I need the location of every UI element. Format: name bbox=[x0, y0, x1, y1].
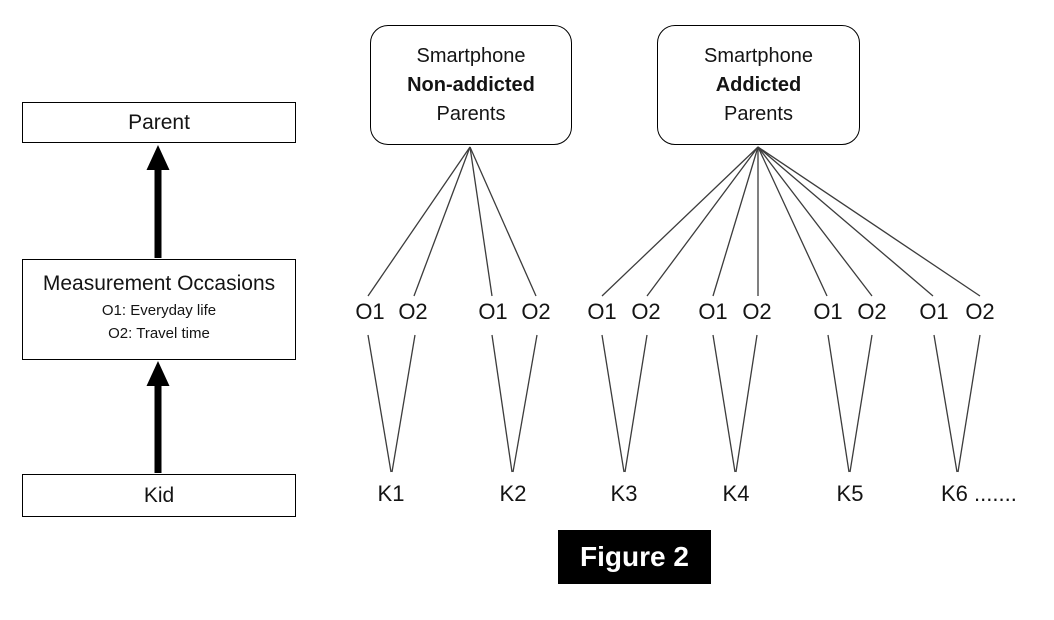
group-box-non-addicted: Smartphone Non-addicted Parents bbox=[370, 25, 572, 145]
figure-caption-box: Figure 2 bbox=[558, 530, 711, 584]
occasion-label-10: O2 bbox=[857, 299, 887, 324]
occasion-label-4: O2 bbox=[521, 299, 551, 324]
group-box-addicted: Smartphone Addicted Parents bbox=[657, 25, 860, 145]
measurement-title: Measurement Occasions bbox=[42, 272, 276, 295]
parent-label: Parent bbox=[128, 110, 190, 134]
arrow-measurement-to-parent bbox=[146, 145, 170, 258]
occasion-label-9: O1 bbox=[813, 299, 843, 324]
v-lines-occasions-to-kids bbox=[367, 334, 981, 473]
group-non-addicted-line3: Parents bbox=[436, 102, 506, 125]
fan-addicted bbox=[601, 146, 981, 297]
group-addicted-line3: Parents bbox=[724, 102, 793, 125]
occasion-label-8: O2 bbox=[742, 299, 772, 324]
occasion-label-7: O1 bbox=[698, 299, 728, 324]
figure-caption: Figure 2 bbox=[580, 541, 689, 572]
parent-box: Parent bbox=[22, 102, 296, 143]
group-addicted-line1: Smartphone bbox=[704, 44, 813, 67]
occasion-label-3: O1 bbox=[478, 299, 508, 324]
occasion-label-11: O1 bbox=[919, 299, 949, 324]
group-non-addicted-line2: Non-addicted bbox=[407, 73, 535, 96]
occasion-label-1: O1 bbox=[355, 299, 385, 324]
occasion-label-2: O2 bbox=[398, 299, 428, 324]
kid-label-k4: K4 bbox=[722, 481, 750, 506]
arrow-kid-to-measurement bbox=[146, 361, 170, 473]
fan-non-addicted bbox=[367, 146, 537, 297]
group-non-addicted-line1: Smartphone bbox=[416, 44, 526, 67]
measurement-line-o1: O1: Everyday life bbox=[101, 302, 217, 319]
occasion-label-5: O1 bbox=[587, 299, 617, 324]
kid-box: Kid bbox=[22, 474, 296, 517]
kid-label-k3: K3 bbox=[610, 481, 638, 506]
kid-label: Kid bbox=[143, 483, 175, 507]
group-addicted-line2: Addicted bbox=[715, 73, 802, 96]
occasion-label-12: O2 bbox=[965, 299, 995, 324]
kid-label-k5: K5 bbox=[836, 481, 864, 506]
kid-label-k6: K6 ....... bbox=[941, 481, 1017, 506]
kid-label-k1: K1 bbox=[377, 481, 405, 506]
measurement-line-o2: O2: Travel time bbox=[108, 325, 210, 342]
occasion-label-6: O2 bbox=[631, 299, 661, 324]
measurement-occasions-box: Measurement Occasions O1: Everyday life … bbox=[22, 259, 296, 360]
kid-label-k2: K2 bbox=[499, 481, 527, 506]
